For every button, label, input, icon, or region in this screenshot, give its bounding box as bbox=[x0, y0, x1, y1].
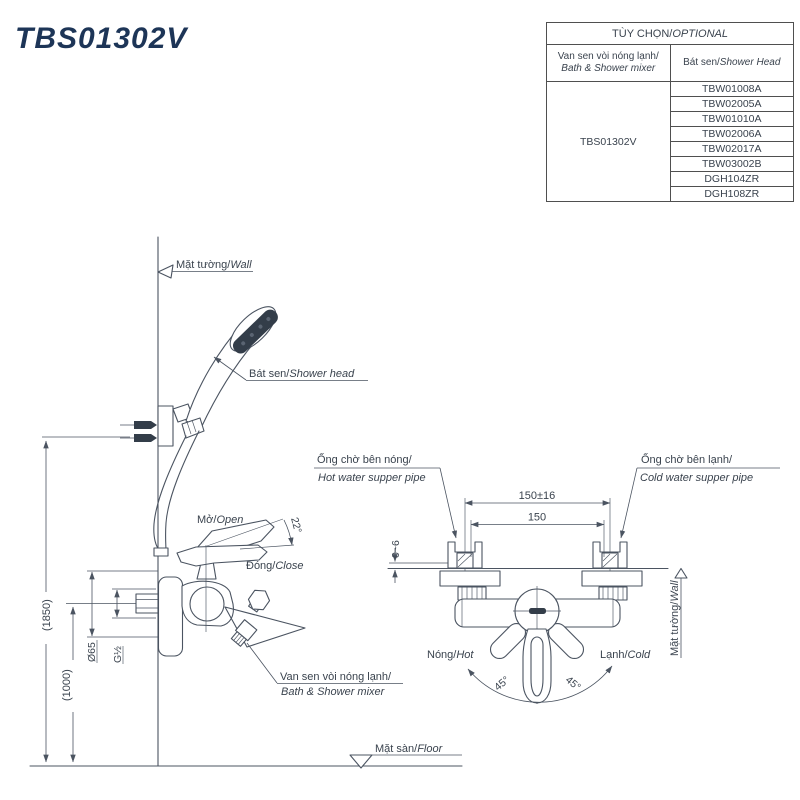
cold-pipe-label: Ống chờ bên lạnh/ Cold water supper pipe bbox=[619, 452, 780, 539]
mixer-code-cell: TBS01302V bbox=[546, 81, 671, 202]
wall-label-text: Mặt tường/Wall bbox=[176, 259, 252, 271]
open-close-labels: Mở/Open Đóng/Close 22° bbox=[197, 514, 304, 572]
wall-label: Mặt tường/Wall bbox=[157, 259, 253, 279]
dim-150-text: 150 bbox=[528, 512, 546, 524]
hose-nut bbox=[181, 417, 205, 439]
cold-escutcheon bbox=[581, 570, 643, 587]
hot-escutcheon bbox=[439, 570, 501, 587]
table-row: DGH108ZR bbox=[547, 186, 794, 202]
floor-label: Mặt sàn/Floor bbox=[349, 743, 462, 769]
hot-pipe-label: Ống chờ bên nóng/ Hot water supper pipe bbox=[314, 452, 458, 539]
hot-pipe-vi: Ống chờ bên nóng/ bbox=[317, 452, 413, 466]
shower-head-face bbox=[229, 306, 278, 354]
dimension-thread: G½ bbox=[112, 588, 156, 664]
mixer-front bbox=[454, 586, 621, 704]
dim-1850-text: (1850) bbox=[41, 599, 53, 631]
hot-union bbox=[439, 498, 501, 612]
cartridge-housing bbox=[189, 586, 225, 622]
wall-union bbox=[135, 593, 159, 614]
front-view: 0~6 bbox=[314, 452, 780, 704]
wall-anchor bbox=[134, 434, 157, 442]
dimension-pitch: 150 bbox=[470, 512, 605, 557]
shower-hose bbox=[153, 435, 187, 552]
dimension-1850: (1850) bbox=[41, 436, 130, 763]
dimension-wall-gap: 0~6 bbox=[390, 540, 402, 583]
dim-d65-text: Ø65 bbox=[86, 642, 98, 662]
open-angle: 22° bbox=[288, 516, 304, 534]
cold-label: Lạnh/Cold bbox=[600, 649, 651, 661]
flange bbox=[157, 576, 184, 657]
side-view: Mặt tường/Wall bbox=[29, 236, 463, 769]
dimension-1000: (1000) bbox=[61, 606, 76, 763]
spout bbox=[224, 606, 306, 648]
product-code-title: TBS01302V bbox=[15, 22, 188, 55]
table-row: TBW01010A bbox=[547, 111, 794, 127]
dimension-flange: Ø65 bbox=[86, 570, 158, 663]
mixer-side bbox=[66, 519, 306, 657]
wall-right-label: Mặt tường/Wall bbox=[669, 580, 681, 656]
open-label: Mở/Open bbox=[197, 514, 243, 526]
hand-shower bbox=[153, 306, 278, 557]
dim-1000-text: (1000) bbox=[61, 669, 73, 701]
dim-gap-text: 0~6 bbox=[390, 540, 402, 558]
mixer-label-en: Bath & Shower mixer bbox=[281, 686, 386, 698]
handle-down bbox=[522, 628, 552, 704]
wall-arrow bbox=[157, 264, 174, 279]
hot-pipe-en: Hot water supper pipe bbox=[318, 472, 426, 484]
diverter-knob bbox=[230, 619, 258, 647]
cold-pipe-vi: Ống chờ bên lạnh/ bbox=[641, 452, 733, 466]
wall-anchor bbox=[134, 421, 157, 429]
lever-closed bbox=[176, 544, 268, 567]
check-valve bbox=[247, 589, 271, 613]
floor-datum-triangle bbox=[349, 754, 373, 769]
close-label: Đóng/Close bbox=[246, 560, 303, 572]
dim-150-16-text: 150±16 bbox=[519, 490, 556, 502]
mixer-label-vi: Van sen vòi nóng lạnh/ bbox=[280, 671, 392, 683]
shower-head-label: Bát sen/Shower head bbox=[213, 356, 368, 381]
shower-head-code: TBW01010A bbox=[669, 111, 794, 127]
hot-label: Nóng/Hot bbox=[427, 649, 474, 661]
wall-datum-right: Mặt tường/Wall bbox=[669, 567, 688, 658]
floor-label-text: Mặt sàn/Floor bbox=[375, 743, 444, 755]
column-header-shower-head: Bát sen/Shower Head bbox=[669, 44, 794, 82]
wall-datum-triangle bbox=[674, 567, 688, 579]
shower-head-code: DGH108ZR bbox=[669, 186, 794, 202]
dim-g12-text: G½ bbox=[112, 646, 124, 663]
cold-pipe-en: Cold water supper pipe bbox=[640, 472, 753, 484]
dimension-pitch-adjustable: 150±16 bbox=[464, 490, 611, 506]
mixer-label: Van sen vòi nóng lạnh/ Bath & Shower mix… bbox=[246, 642, 403, 698]
optional-table: TÙY CHỌN/OPTIONAL Van sen vòi nóng lạnh/… bbox=[546, 22, 794, 202]
swing-left-text: 45° bbox=[492, 674, 512, 693]
cold-union bbox=[581, 498, 643, 612]
shower-head-label-text: Bát sen/Shower head bbox=[249, 368, 355, 380]
swing-right-text: 45° bbox=[563, 674, 583, 693]
